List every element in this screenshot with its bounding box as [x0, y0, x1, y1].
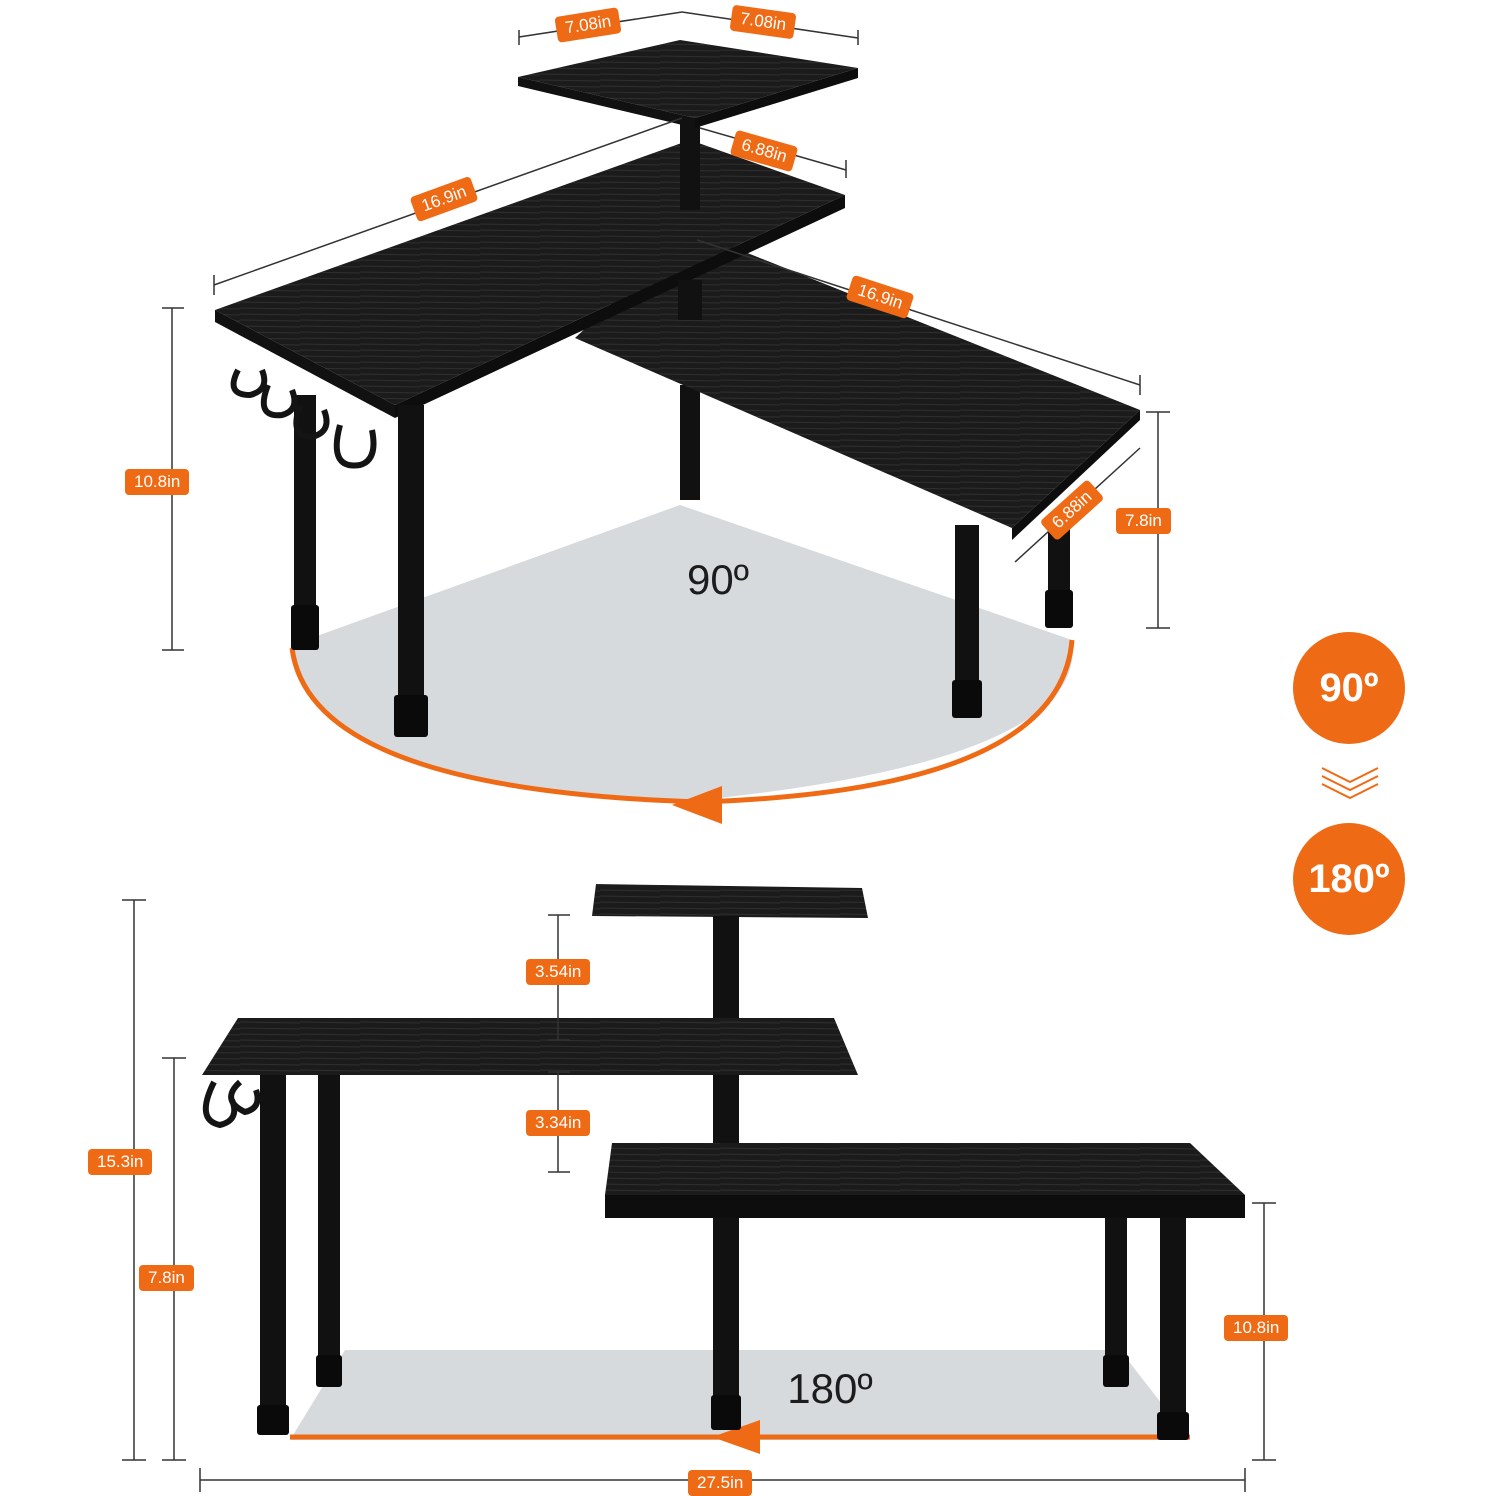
badge-180-degrees: 180º	[1293, 823, 1405, 935]
right-shelf-180	[605, 1143, 1245, 1195]
top-shelf-180	[592, 884, 868, 918]
straight-configuration	[122, 884, 1276, 1492]
rotation-arrow-90	[672, 786, 722, 824]
floor-area-180	[290, 1350, 1190, 1440]
hooks-180	[202, 1079, 261, 1129]
middle-shelf-180	[202, 1018, 858, 1075]
corner-configuration	[162, 11, 1170, 824]
dim-total-height-180: 15.3in	[88, 1149, 153, 1175]
dim-right-height-180: 10.8in	[1224, 1315, 1289, 1341]
hooks-90	[230, 368, 377, 469]
dim-middle-gap: 3.34in	[526, 1110, 591, 1136]
dim-right-height-90: 7.8in	[1116, 508, 1171, 534]
angle-label-180: 180º	[787, 1365, 873, 1412]
top-shelf-90	[518, 40, 858, 118]
right-shelf-90	[575, 230, 1140, 528]
dim-left-height-180: 7.8in	[139, 1265, 194, 1291]
angle-label-90: 90º	[686, 556, 750, 603]
dim-top-gap: 3.54in	[526, 959, 591, 985]
dim-total-height-90: 10.8in	[125, 469, 190, 495]
floor-area-90	[292, 505, 1073, 800]
chevrons-icon	[1321, 767, 1379, 800]
rotation-arrow-180	[712, 1420, 760, 1454]
badge-90-degrees: 90º	[1293, 632, 1405, 744]
dim-total-width: 27.5in	[688, 1470, 753, 1496]
